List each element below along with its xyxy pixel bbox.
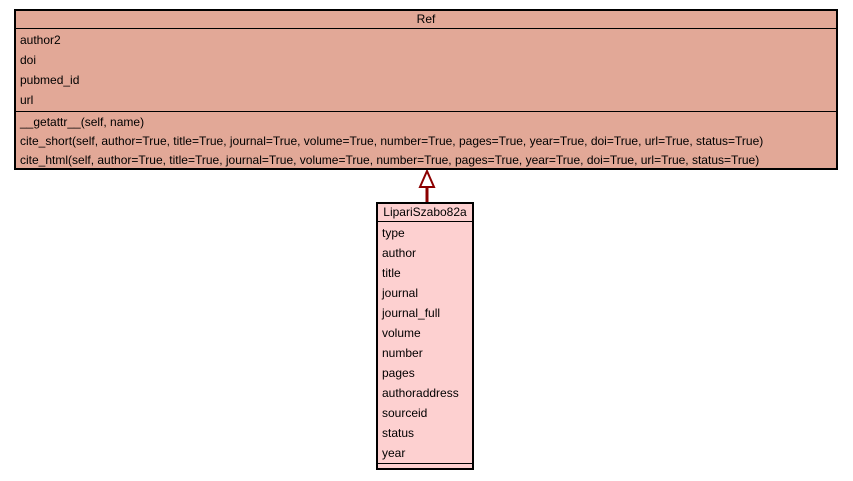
attribute-row: status <box>382 426 415 440</box>
attribute-row: journal <box>382 286 419 300</box>
attribute-row: doi <box>20 53 37 67</box>
attribute-row: number <box>382 346 423 360</box>
attribute-row: author <box>382 246 417 260</box>
methods-compartment-ref: __getattr__(self, name) cite_short(self,… <box>16 111 836 168</box>
attribute-row: url <box>20 93 34 107</box>
class-title-ref: Ref <box>16 11 836 29</box>
attribute-row: pages <box>382 366 415 380</box>
inheritance-arrow-icon <box>418 170 436 202</box>
class-title-lipariszabo82a: LipariSzabo82a <box>378 204 472 222</box>
methods-compartment-lipariszabo82a-empty <box>378 463 472 468</box>
attribute-row: year <box>382 446 406 460</box>
method-row: cite_html(self, author=True, title=True,… <box>20 153 760 167</box>
attribute-row: authoraddress <box>382 386 459 400</box>
attribute-row: volume <box>382 326 421 340</box>
attributes-compartment-lipariszabo82a: type author title journal journal_full v… <box>378 222 472 463</box>
attribute-row: pubmed_id <box>20 73 80 87</box>
attributes-compartment-ref: author2 doi pubmed_id url <box>16 29 836 111</box>
attribute-row: type <box>382 226 405 240</box>
attribute-row: title <box>382 266 401 280</box>
attribute-row: sourceid <box>382 406 428 420</box>
attribute-row: author2 <box>20 33 61 47</box>
class-box-ref: Ref author2 doi pubmed_id url __getattr_… <box>14 9 838 170</box>
attribute-row: journal_full <box>382 306 441 320</box>
method-row: cite_short(self, author=True, title=True… <box>20 134 764 148</box>
method-row: __getattr__(self, name) <box>20 115 145 129</box>
class-box-lipariszabo82a: LipariSzabo82a type author title journal… <box>376 202 474 470</box>
